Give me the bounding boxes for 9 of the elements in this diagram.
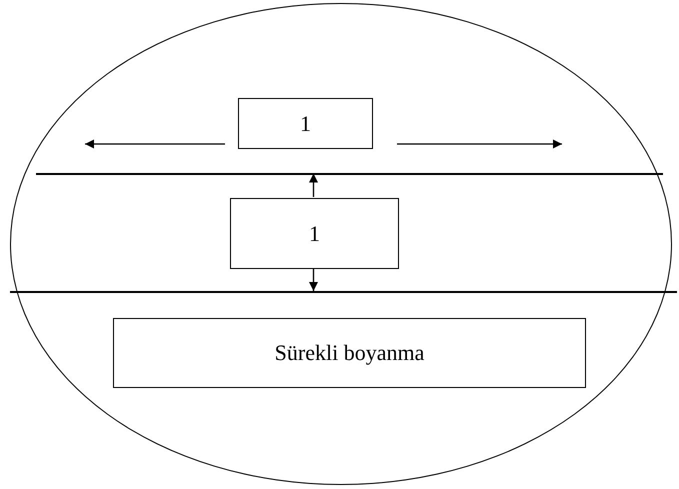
text-box: Sürekli boyanma <box>113 318 586 388</box>
ellipse-outline <box>10 3 672 485</box>
text-box: 1 <box>238 98 373 149</box>
text-box: 1 <box>230 198 399 269</box>
arrow <box>85 140 225 148</box>
arrow <box>397 140 562 148</box>
horizontal-line <box>36 173 663 174</box>
arrow <box>309 268 318 291</box>
arrow <box>309 174 318 197</box>
